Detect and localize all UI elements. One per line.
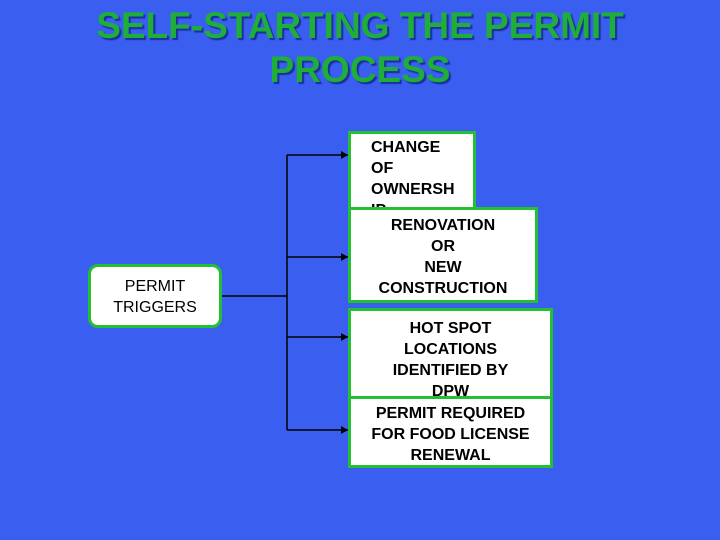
- branch-3-line-4: DPW: [431, 383, 470, 400]
- branch-box-food-license: PERMIT REQUIRED FOR FOOD LICENSE RENEWAL: [348, 396, 553, 468]
- slide-title-line-1: SELF-STARTING THE PERMIT: [96, 5, 624, 46]
- branch-2-line-3: NEW: [424, 259, 462, 276]
- branch-box-hot-spot: HOT SPOT LOCATIONS IDENTIFIED BY DPW: [348, 308, 553, 400]
- branch-4-line-3: RENEWAL: [410, 447, 491, 464]
- arrowhead-1: [341, 151, 348, 159]
- branch-1-line-3: OWNERSH: [371, 181, 455, 198]
- arrowhead-3: [341, 333, 348, 341]
- branch-3-line-3: IDENTIFIED BY: [392, 362, 509, 379]
- slide-title-line-2: PROCESS: [269, 49, 451, 90]
- branch-4-line-1: PERMIT REQUIRED: [375, 405, 526, 422]
- branch-box-renovation: RENOVATION OR NEW CONSTRUCTION: [348, 207, 538, 303]
- branch-3-line-2: LOCATIONS: [403, 341, 498, 358]
- root-label-line-1: PERMIT: [124, 278, 186, 295]
- branch-2-line-1: RENOVATION: [390, 217, 496, 234]
- branch-4-line-2: FOR FOOD LICENSE: [371, 426, 530, 443]
- slide-title: SELF-STARTING THE PERMIT PROCESS: [0, 4, 720, 92]
- branch-3-line-1: HOT SPOT: [409, 320, 492, 337]
- root-label-line-2: TRIGGERS: [113, 299, 197, 316]
- branch-box-change-of-ownership: CHANGE OF OWNERSH IP: [348, 131, 476, 215]
- arrowhead-2: [341, 253, 348, 261]
- permit-triggers-box: PERMIT TRIGGERS: [88, 264, 222, 328]
- branch-2-line-4: CONSTRUCTION: [378, 280, 508, 297]
- arrowhead-4: [341, 426, 348, 434]
- branch-1-line-2: OF: [371, 160, 394, 177]
- branch-2-line-2: OR: [431, 238, 455, 255]
- branch-1-line-1: CHANGE: [371, 139, 441, 156]
